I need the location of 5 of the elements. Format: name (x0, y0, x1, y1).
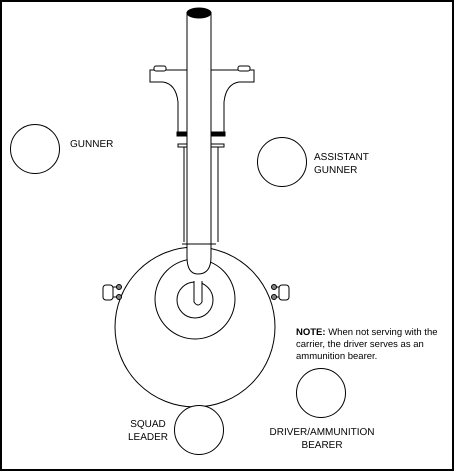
position-label: SQUAD LEADER (126, 418, 169, 444)
note-text: NOTE: When not serving with the carrier, the driver serves as an ammunition bearer. (296, 327, 439, 363)
position-label: ASSISTANT GUNNER (314, 151, 370, 177)
position-label: DRIVER/AMMUNITION BEARER (268, 426, 376, 452)
position-label: GUNNER (70, 138, 114, 151)
